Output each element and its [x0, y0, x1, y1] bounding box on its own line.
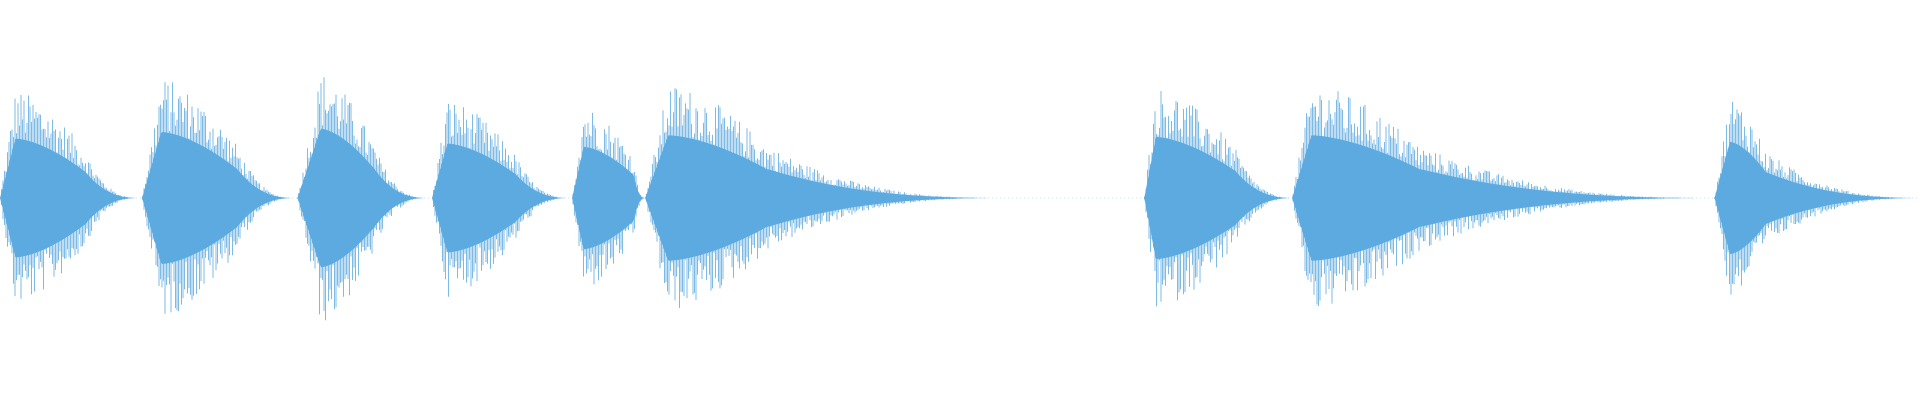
waveform-fill [0, 77, 1920, 321]
waveform-spikes [1, 77, 1903, 321]
